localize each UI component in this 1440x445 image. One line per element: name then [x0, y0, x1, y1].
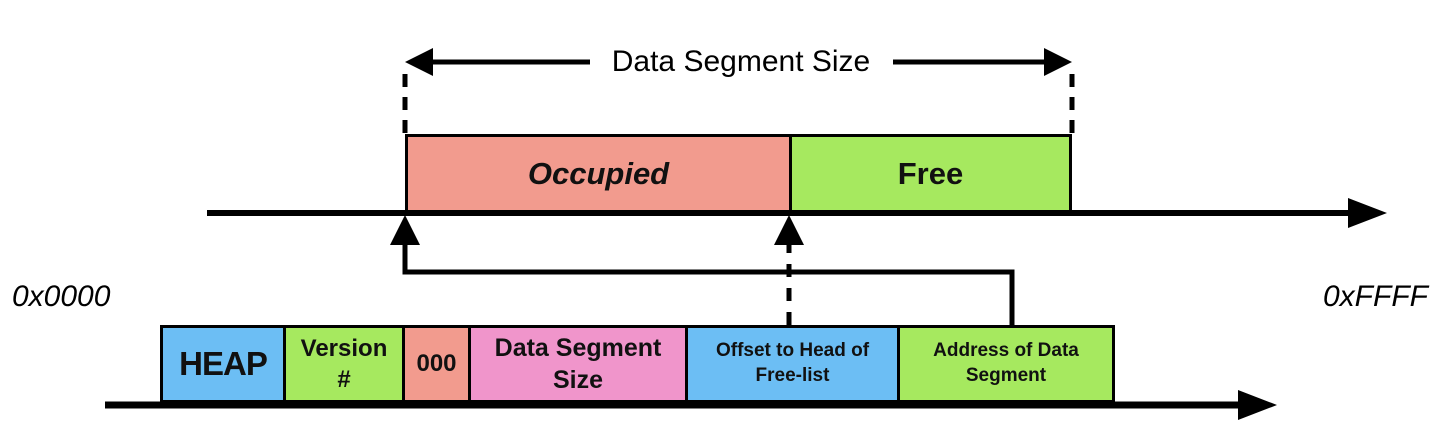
- occupied-region-label: Occupied: [527, 155, 670, 191]
- data-segment-address-field-label: Address of Data Segment: [933, 340, 1079, 386]
- version-field-box: Version #: [283, 325, 405, 403]
- free-region-label: Free: [897, 155, 964, 191]
- address-end-label: 0xFFFF: [1323, 280, 1428, 313]
- heap-field-box: HEAP: [160, 325, 286, 403]
- version-field-label: Version #: [300, 334, 388, 393]
- address-of-data-segment-pointer-line: [402, 240, 1015, 325]
- free-list-offset-field-box: Offset to Head of Free-list: [685, 325, 900, 403]
- size-arrow-left-head-icon: [405, 48, 433, 76]
- flags-field-label: 000: [416, 350, 457, 378]
- free-list-offset-arrowhead-icon: [774, 215, 804, 245]
- heap-field-label: HEAP: [179, 344, 268, 382]
- size-arrow-right-head-icon: [1044, 48, 1072, 76]
- occupied-region-box: Occupied: [405, 134, 792, 213]
- data-segment-size-field-label: Data Segment Size: [494, 333, 662, 395]
- free-list-offset-field-label: Offset to Head of Free-list: [715, 340, 870, 386]
- free-region-box: Free: [789, 134, 1072, 213]
- data-segment-size-field-box: Data Segment Size: [468, 325, 688, 403]
- upper-axis-arrowhead-icon: [1348, 198, 1387, 228]
- data-segment-size-title: Data Segment Size: [611, 45, 871, 78]
- address-pointer-arrowhead-icon: [390, 215, 420, 245]
- flags-field-box: 000: [402, 325, 471, 403]
- data-segment-address-field-box: Address of Data Segment: [897, 325, 1115, 403]
- lower-axis-arrowhead-icon: [1238, 390, 1277, 420]
- address-start-label: 0x0000: [12, 280, 111, 313]
